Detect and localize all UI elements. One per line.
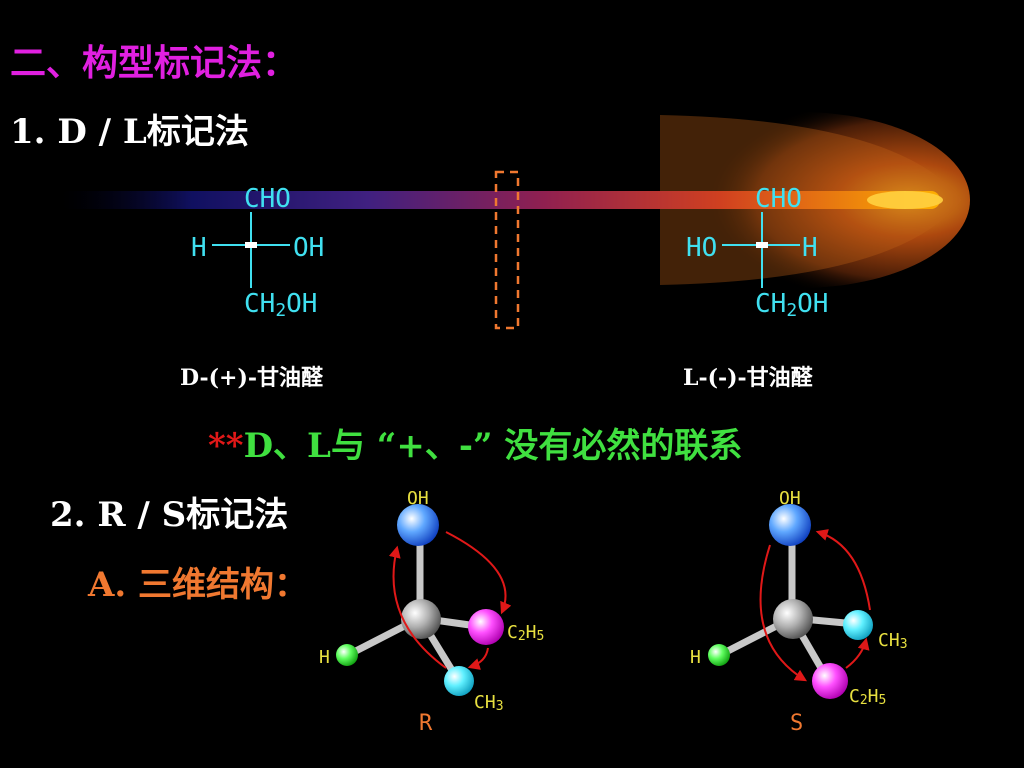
mirror-plane: [494, 170, 520, 330]
fischer-d-right: OH: [293, 233, 324, 263]
fischer-d-bottom: CH2OH: [244, 289, 317, 321]
fischer-d-glyceraldehyde: CHO H OH CH2OH: [191, 184, 324, 321]
fischer-l-left: HO: [686, 233, 717, 263]
r-label-ethyl: C2H5: [507, 622, 544, 644]
s-central-carbon: [773, 599, 813, 639]
fischer-l-top: CHO: [755, 184, 802, 214]
r-central-carbon: [401, 599, 441, 639]
fischer-l-bottom: CH2OH: [755, 289, 828, 321]
fischer-d-left: H: [191, 233, 207, 263]
r-arrow-2: [467, 647, 489, 670]
fischer-d-top: CHO: [244, 184, 291, 214]
s-arrow-1: [815, 529, 871, 611]
r-label-methyl: CH3: [474, 692, 504, 714]
dl-note: **D、L与 “+、-” 没有必然的联系: [208, 418, 742, 467]
r-ethyl-atom: [468, 609, 504, 645]
r-label-h: H: [319, 647, 330, 668]
page-title: 二、构型标记法：: [10, 43, 299, 84]
r-configuration-label: R: [419, 711, 433, 736]
s-arrow-3: [845, 637, 870, 669]
s-oh-atom: [769, 504, 811, 546]
note-text: D、L与 “+、-” 没有必然的联系: [243, 426, 743, 466]
s-configuration-label: S: [790, 711, 803, 736]
caption-d-glyceraldehyde: D-(+)-甘油醛: [180, 365, 324, 391]
s-ethyl-atom: [812, 663, 848, 699]
section-dl-title: 1. D / L标记法: [10, 112, 249, 152]
section-rs-title: 2. R / S标记法: [50, 495, 289, 535]
r-arrow-3: [388, 545, 447, 669]
r-h-atom: [336, 644, 358, 666]
caption-l-glyceraldehyde: L-(-)-甘油醛: [683, 365, 813, 391]
s-label-oh: OH: [779, 488, 801, 509]
fischer-d-center: [245, 242, 257, 248]
r-arrow-1: [445, 531, 512, 615]
fischer-l-right: H: [802, 233, 818, 263]
s-methyl-atom: [843, 610, 873, 640]
s-label-h: H: [690, 647, 701, 668]
note-stars: **: [208, 426, 244, 466]
s-arrow-2: [759, 544, 808, 682]
subsection-3d-structure: A. 三维结构：: [88, 565, 309, 605]
model-s: OH H CH3 C2H5 S: [690, 488, 908, 736]
fischer-l-glyceraldehyde: CHO HO H CH2OH: [686, 184, 828, 321]
fischer-l-center: [756, 242, 768, 248]
s-h-atom: [708, 644, 730, 666]
model-r: OH H C2H5 CH3 R: [319, 488, 544, 736]
s-label-methyl: CH3: [878, 630, 908, 652]
r-label-oh: OH: [407, 488, 429, 509]
r-oh-atom: [397, 504, 439, 546]
s-label-ethyl: C2H5: [849, 686, 886, 708]
r-methyl-atom: [444, 666, 474, 696]
